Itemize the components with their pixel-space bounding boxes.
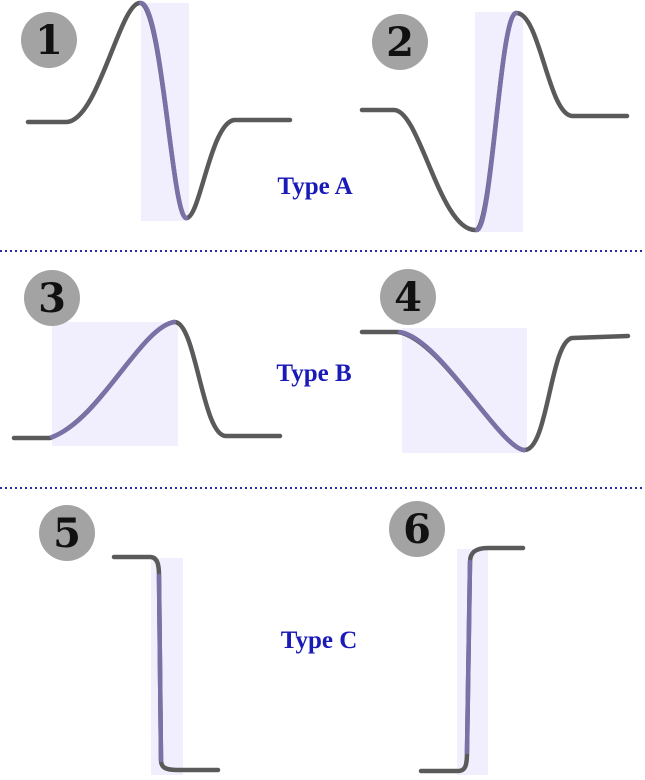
type-c-label: Type C xyxy=(281,627,358,654)
svg-text:6: 6 xyxy=(403,506,431,553)
panel-3: 3 xyxy=(11,270,283,446)
panel-1: 1 xyxy=(21,0,293,221)
panel-2: 2 xyxy=(359,10,630,233)
panel-5: 5 xyxy=(39,505,221,775)
badge-6: 6 xyxy=(389,501,445,557)
waveform-4-highlighted xyxy=(397,329,527,453)
highlight-region-2 xyxy=(475,12,523,232)
type-a-label: Type A xyxy=(277,173,352,200)
svg-text:3: 3 xyxy=(38,275,66,322)
waveform-1-highlighted xyxy=(138,0,189,221)
badge-3: 3 xyxy=(24,270,80,326)
waveform-2-highlighted xyxy=(474,10,519,233)
badge-5: 5 xyxy=(39,505,95,561)
badge-4: 4 xyxy=(380,269,436,325)
panel-6: 6 xyxy=(389,501,526,775)
svg-text:4: 4 xyxy=(394,274,422,321)
waveform-3-highlighted xyxy=(49,319,177,440)
highlight-region-5 xyxy=(151,558,183,775)
panel-4: 4 xyxy=(359,269,631,453)
waveform-5-highlighted xyxy=(156,573,164,763)
highlight-region-6 xyxy=(457,549,488,775)
svg-text:1: 1 xyxy=(35,17,63,64)
badge-1: 1 xyxy=(21,12,77,68)
waveform-6-highlighted xyxy=(464,559,473,755)
badge-2: 2 xyxy=(372,14,428,70)
svg-text:2: 2 xyxy=(386,19,414,66)
type-b-label: Type B xyxy=(276,360,351,387)
svg-text:5: 5 xyxy=(53,510,81,557)
